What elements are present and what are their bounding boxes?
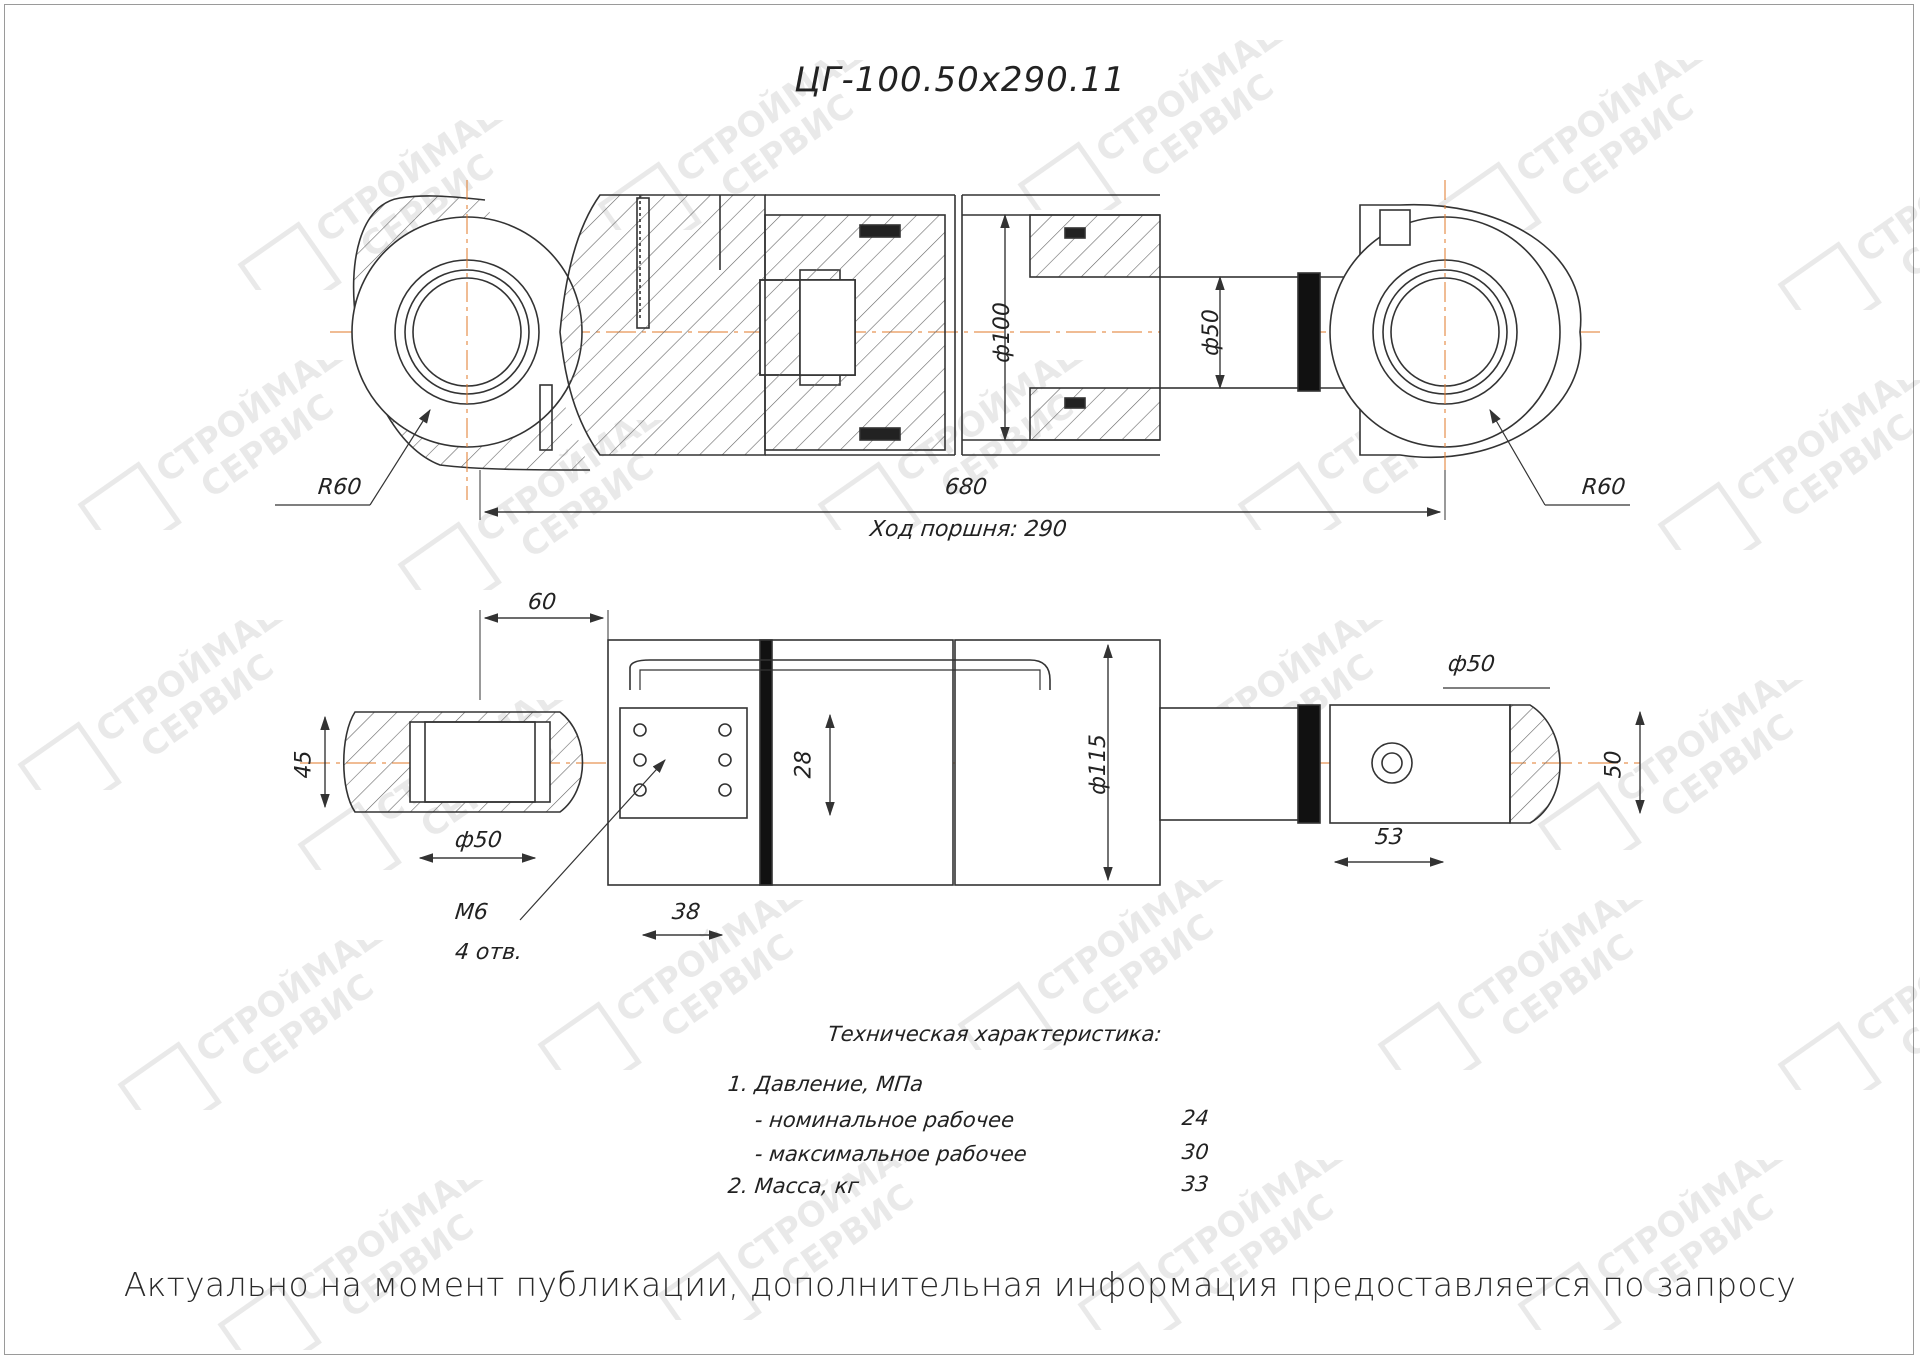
spec-row-value: 24 <box>1180 1106 1210 1130</box>
spec-row-value: 33 <box>1180 1172 1210 1196</box>
spec-row-label: 2. Масса, кг <box>726 1174 860 1198</box>
thread-label: M6 <box>453 900 490 925</box>
bore-label: ф100 <box>989 302 1015 363</box>
overall-length: 680 <box>943 475 989 500</box>
flange-offset: 60 <box>526 590 558 615</box>
spec-row-value: 30 <box>1180 1140 1210 1164</box>
cylinder-body-right <box>954 639 1161 886</box>
mount-holes <box>633 723 732 797</box>
rod-gland <box>1029 214 1161 278</box>
spec-title: Техническая характеристика: <box>826 1022 1163 1046</box>
right-pin-dia: ф50 <box>1446 652 1497 677</box>
band <box>759 639 773 886</box>
head-block <box>559 194 766 456</box>
right-eye-width: 50 <box>1601 750 1627 779</box>
drawing-title: ЦГ-100.50х290.11 <box>794 60 1126 100</box>
left-radius-label: R60 <box>316 475 363 500</box>
left-pin-dia: ф50 <box>453 828 504 853</box>
rod-seal-ring <box>1297 272 1321 392</box>
handle <box>629 659 1051 690</box>
drawing-frame <box>4 4 1914 1355</box>
top-view <box>275 180 1630 520</box>
stroke-label: Ход поршня: 290 <box>868 517 1069 542</box>
port-spacing-h: 38 <box>670 900 702 925</box>
spec-row-label: - номинальное рабочее <box>753 1108 1016 1132</box>
piston-rod <box>1159 276 1301 389</box>
cylinder-body-left <box>607 639 954 886</box>
bottom-view <box>300 610 1645 940</box>
right-eye-bottom <box>1329 704 1511 824</box>
right-radius-label: R60 <box>1580 475 1627 500</box>
holes-label: 4 отв. <box>453 940 524 965</box>
footer-note: Актуально на момент публикации, дополнит… <box>123 1265 1797 1304</box>
right-offset: 53 <box>1373 825 1405 850</box>
port-spacing-v: 28 <box>791 750 817 779</box>
spec-row-label: 1. Давление, МПа <box>726 1072 925 1096</box>
rod-label: ф50 <box>1198 309 1224 356</box>
left-eye-width: 45 <box>291 750 317 779</box>
port-plate <box>619 707 748 819</box>
body-dia: ф115 <box>1085 734 1111 795</box>
spec-row-label: - максимальное рабочее <box>753 1142 1029 1166</box>
